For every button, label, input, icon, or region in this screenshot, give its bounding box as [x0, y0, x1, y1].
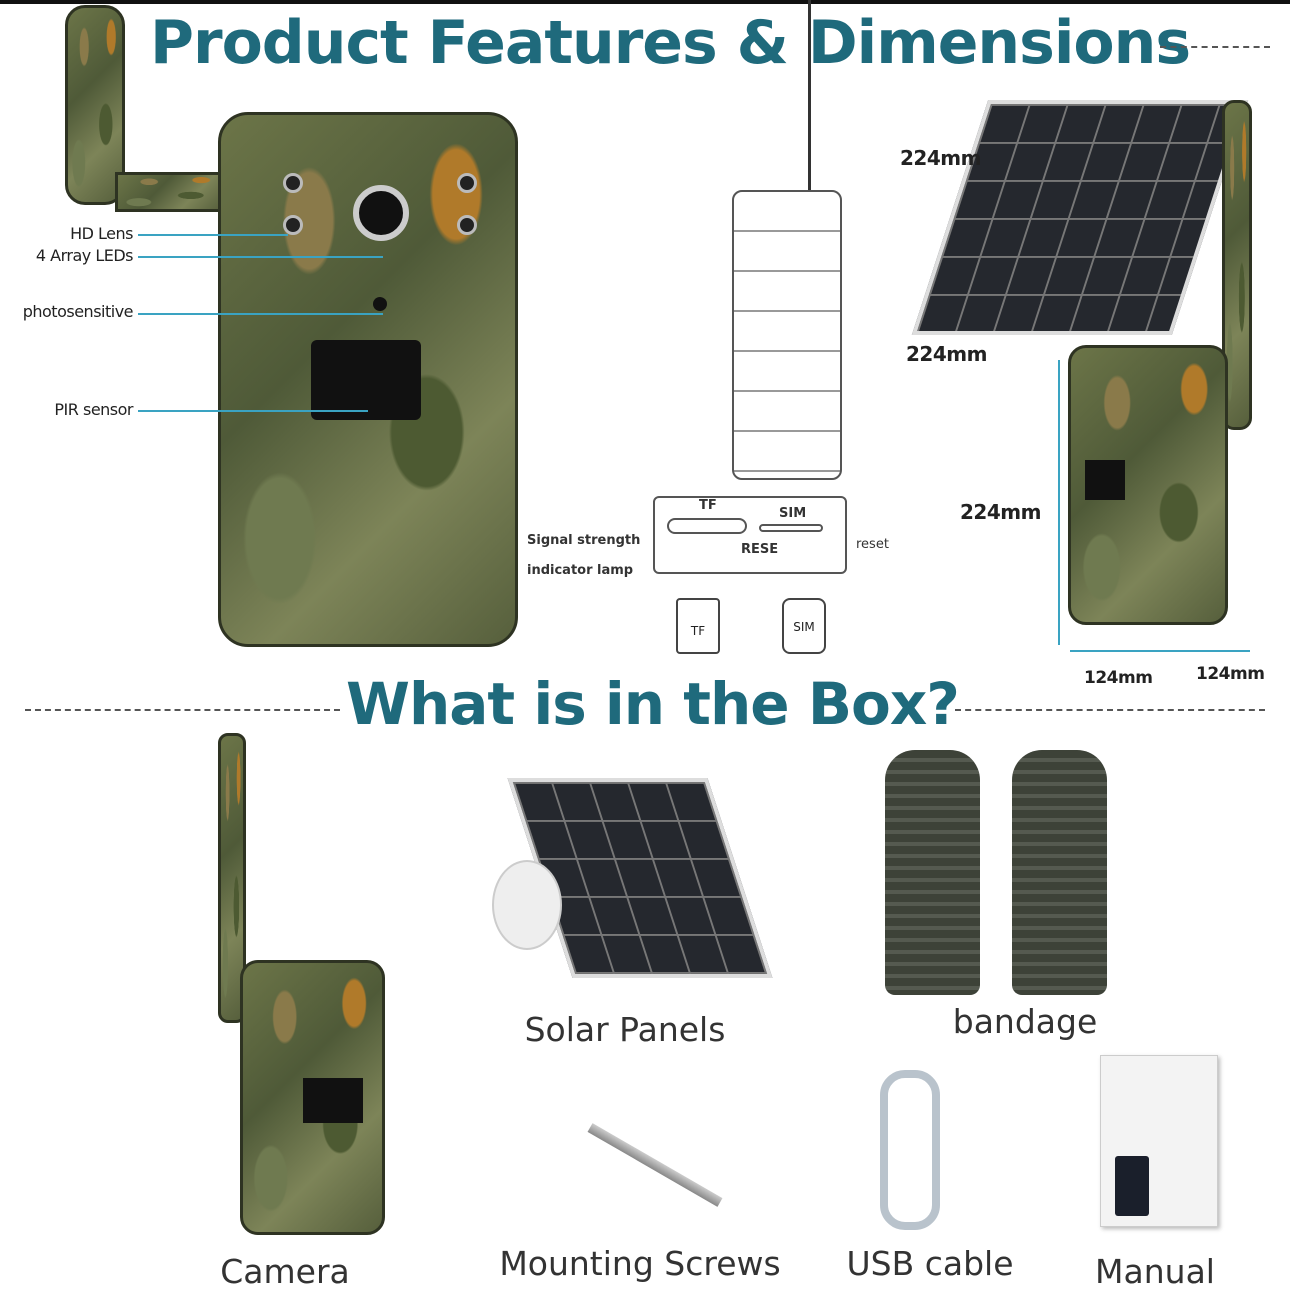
reset-mark: RESE	[741, 542, 779, 557]
strap-image	[885, 750, 980, 995]
led	[457, 173, 477, 193]
dim-line	[1070, 650, 1250, 652]
dim-line	[1058, 360, 1060, 645]
tf-slot	[667, 518, 747, 534]
callout-pir: PIR sensor	[54, 400, 133, 419]
leader-line	[138, 313, 383, 315]
item-camera-label: Camera	[220, 1252, 350, 1291]
divider	[1160, 46, 1270, 48]
antenna-joint-image	[115, 172, 225, 212]
tf-card-icon: TF	[676, 598, 720, 654]
item-solar-label: Solar Panels	[524, 1010, 726, 1049]
tf-label: TF	[699, 498, 717, 513]
antenna-image-2	[1222, 100, 1252, 430]
solar-panel-image	[911, 100, 1249, 335]
manual-image	[1100, 1055, 1218, 1227]
top-border	[0, 0, 1290, 4]
divider	[25, 709, 340, 711]
dim-panel-height: 224mm	[906, 342, 987, 366]
item-screws-label: Mounting Screws	[499, 1244, 781, 1283]
sim-card-icon: SIM	[782, 598, 826, 654]
pir-window	[311, 340, 421, 420]
sim-label: SIM	[779, 506, 807, 521]
camera-dimension-image	[1068, 345, 1228, 625]
item-manual-label: Manual	[1095, 1252, 1215, 1291]
led	[457, 215, 477, 235]
slot-panel: TF SIM RESE	[653, 496, 847, 574]
box-title: What is in the Box?	[346, 670, 960, 738]
signal-label-2: indicator lamp	[527, 563, 634, 578]
photosensor	[373, 297, 387, 311]
camera-side-diagram	[732, 190, 842, 480]
item-usb-label: USB cable	[846, 1244, 1014, 1283]
leader-line	[138, 256, 383, 258]
usb-cable-image	[880, 1070, 940, 1230]
diagram-antenna	[808, 0, 811, 200]
dim-camera-height: 224mm	[960, 500, 1041, 524]
camera-item-image	[240, 960, 385, 1235]
features-title: Product Features & Dimensions	[150, 8, 1191, 78]
camera-antenna-image	[218, 733, 246, 1023]
leader-line	[138, 410, 368, 412]
antenna-image	[65, 5, 125, 205]
mount-bracket	[492, 860, 562, 950]
manual-phone	[1115, 1156, 1149, 1216]
lens	[353, 185, 409, 241]
item-bandage-label: bandage	[952, 1002, 1098, 1041]
led	[283, 215, 303, 235]
leader-line	[138, 234, 288, 236]
camera-front-image	[218, 112, 518, 647]
dim-camera-depth: 124mm	[1196, 664, 1265, 684]
sim-slot	[759, 524, 823, 532]
callout-photosensitive: photosensitive	[22, 302, 134, 321]
pir-window	[1085, 460, 1125, 500]
screw-image	[587, 1123, 723, 1207]
pir-window	[303, 1078, 363, 1123]
callout-leds: 4 Array LEDs	[35, 246, 134, 265]
dim-camera-width: 124mm	[1084, 668, 1153, 688]
signal-label: Signal strength	[527, 533, 641, 548]
reset-label: reset	[856, 537, 889, 552]
dim-panel-width: 224mm	[900, 146, 981, 170]
callout-hd-lens: HD Lens	[70, 224, 133, 243]
divider	[955, 709, 1265, 711]
led	[283, 173, 303, 193]
strap-image	[1012, 750, 1107, 995]
